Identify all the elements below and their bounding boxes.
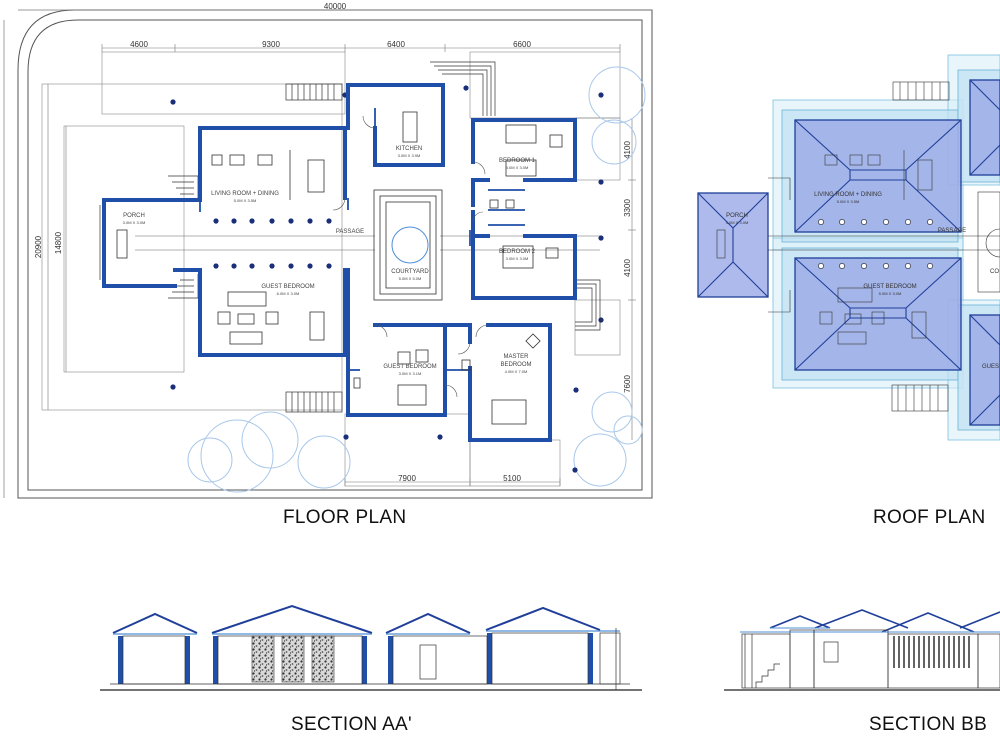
section-aa <box>100 604 642 691</box>
label-kitchen: KITCHEN <box>396 146 422 152</box>
dim-left-inner: 14800 <box>54 231 63 254</box>
floor-plan: 40000 4600 9300 6400 6600 7900 5100 2090 <box>3 2 653 499</box>
label-living: LIVING ROOM + DINING <box>211 191 279 197</box>
section-bb-title: SECTION BB <box>869 714 988 735</box>
roof-label-passage: PASSAGE <box>938 228 966 234</box>
section-aa-stone-panels <box>251 635 335 683</box>
dim-right-1: 4100 <box>623 141 632 159</box>
roof-room-labels: LIVING ROOM + DINING 5.0M X 3.5M PORCH 3… <box>726 192 1000 370</box>
passage-lines <box>135 235 600 251</box>
section-aa-ceilings <box>113 630 620 635</box>
roof-label-living: LIVING ROOM + DINING <box>814 192 882 198</box>
hip-roofs <box>697 79 1000 426</box>
roof-label-porch: PORCH <box>726 213 748 219</box>
roof-label-guest-size: 5.0M X 3.0M <box>879 291 902 296</box>
dim-top-3: 6400 <box>387 40 405 49</box>
right-dimension-line <box>628 118 636 440</box>
label-courtyard: COURTYARD <box>391 269 429 275</box>
top-dimension-chain <box>101 44 621 52</box>
label-guest-bedroom-small: GUEST BEDROOM <box>383 364 436 370</box>
dim-bottom-1: 7900 <box>398 474 416 483</box>
label-bedroom1: BEDROOM 1 <box>499 158 536 164</box>
roof-label-guest-partial: GUES <box>982 364 999 370</box>
label-master-size: 4.0M X 7.0M <box>505 369 528 374</box>
dim-right-4: 7600 <box>623 375 632 393</box>
roof-plan: LIVING ROOM + DINING 5.0M X 3.5M PORCH 3… <box>697 54 1000 441</box>
label-bedroom2: BEDROOM 2 <box>499 249 536 255</box>
dim-right-2: 3300 <box>623 199 632 217</box>
floor-plan-title: FLOOR PLAN <box>283 507 407 528</box>
roof-label-porch-size: 3.0M X 3.0M <box>726 220 749 225</box>
section-bb <box>724 609 1000 691</box>
roof-ridges <box>697 79 1000 426</box>
dim-top-2: 9300 <box>262 40 280 49</box>
label-bedroom1-size: 3.0M X 3.0M <box>506 165 529 170</box>
label-master-line1: MASTER <box>503 354 529 360</box>
landscape-trees <box>187 66 646 493</box>
label-living-size: 5.0M X 3.5M <box>234 198 257 203</box>
walls <box>102 83 577 442</box>
dim-overall-width: 40000 <box>324 2 347 11</box>
section-bb-louvre <box>893 636 970 668</box>
label-guest-bedroom-small-size: 3.0M X 3.1M <box>399 371 422 376</box>
dim-top-1: 4600 <box>130 40 148 49</box>
overall-dimension-line <box>3 9 652 498</box>
section-bb-roofs <box>769 609 1000 633</box>
section-bb-ceilings <box>740 627 1000 633</box>
label-porch-size: 3.0M X 3.0M <box>123 220 146 225</box>
dim-right-3: 4100 <box>623 259 632 277</box>
label-porch: PORCH <box>123 213 145 219</box>
roof-label-living-size: 5.0M X 3.5M <box>837 199 860 204</box>
left-dimension-lines <box>47 84 67 410</box>
roof-plan-details <box>716 81 1000 412</box>
roof-label-courtyard-partial: CO <box>990 269 999 275</box>
label-master-line2: BEDROOM <box>500 362 531 368</box>
section-aa-walls <box>118 633 593 684</box>
roof-label-guest: GUEST BEDROOM <box>863 284 916 290</box>
floor-room-labels: KITCHEN 3.0M X 3.9M BEDROOM 1 3.0M X 3.0… <box>123 146 536 376</box>
dim-bottom-2: 5100 <box>503 474 521 483</box>
inner-walls <box>199 108 525 371</box>
label-courtyard-size: 5.0M X 5.0M <box>399 276 422 281</box>
roof-columns <box>818 219 933 269</box>
courtyard-pool <box>373 189 443 301</box>
section-bb-elevation-lines <box>741 629 1000 689</box>
dim-left-outer: 20900 <box>34 235 43 258</box>
dim-top-4: 6600 <box>513 40 531 49</box>
site-boundary <box>17 9 653 499</box>
section-aa-roofs <box>112 604 601 634</box>
section-aa-title: SECTION AA' <box>291 714 412 735</box>
door-swings <box>332 115 489 398</box>
roof-plan-title: ROOF PLAN <box>873 507 986 528</box>
label-bedroom2-size: 3.0M X 3.0M <box>506 256 529 261</box>
label-kitchen-size: 3.0M X 3.9M <box>398 153 421 158</box>
label-guest-bedroom-large: GUEST BEDROOM <box>261 284 314 290</box>
furniture <box>116 111 563 425</box>
grid-guidelines <box>41 51 621 487</box>
label-passage: PASSAGE <box>336 229 364 235</box>
bottom-dimension-chain <box>344 478 561 486</box>
label-guest-bedroom-large-size: 6.0M X 3.0M <box>277 291 300 296</box>
